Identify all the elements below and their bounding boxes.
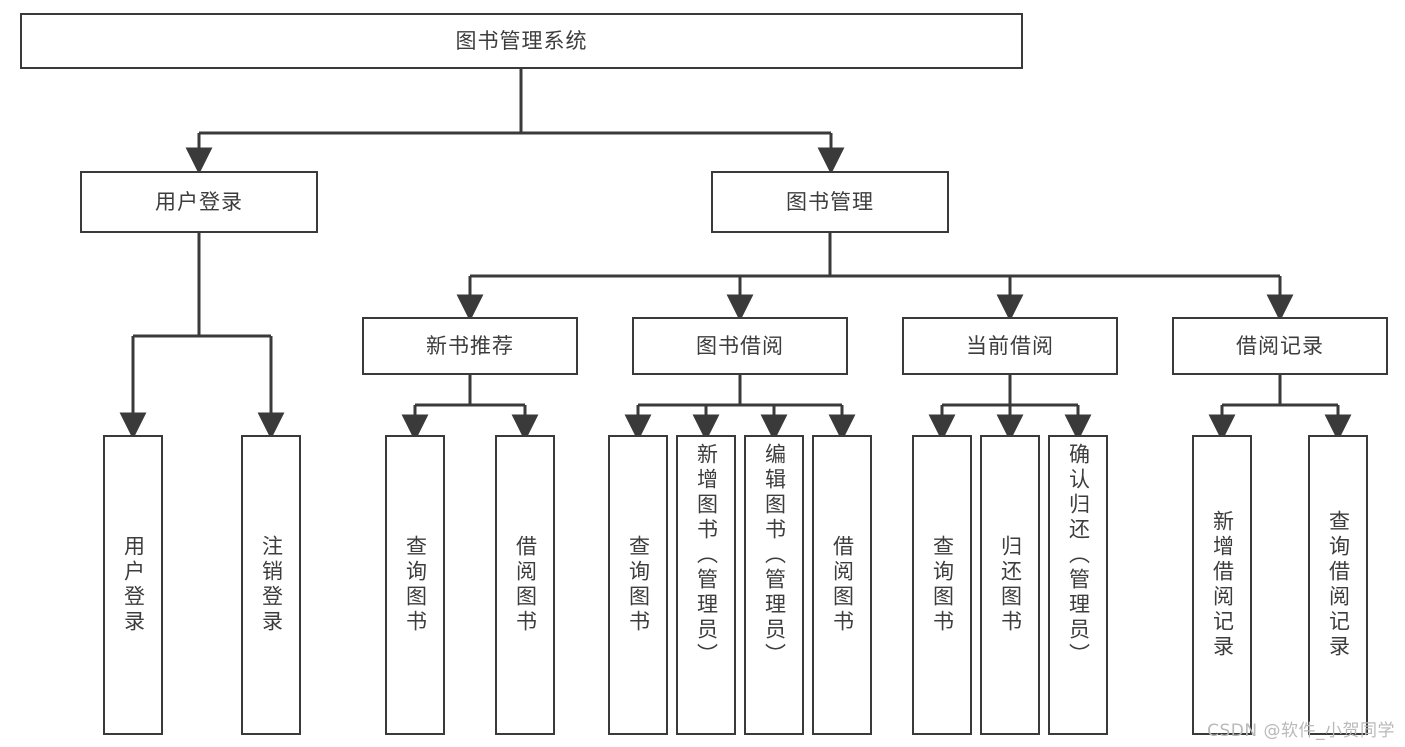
node-book-management[interactable]: 图书管理 bbox=[711, 171, 949, 233]
node-label: 新书推荐 bbox=[426, 333, 514, 358]
node-label: 图书管理 bbox=[786, 189, 874, 214]
node-label: 查询借阅记录 bbox=[1326, 510, 1351, 660]
node-label: 当前借阅 bbox=[966, 333, 1054, 358]
node-label: 借阅图书 bbox=[830, 535, 855, 635]
watermark-text: CSDN @软件_小贺同学 bbox=[1207, 721, 1395, 741]
node-current-borrow[interactable]: 当前借阅 bbox=[902, 317, 1118, 375]
leaf-book-borrow-query-book[interactable]: 查询图书 bbox=[608, 435, 668, 735]
node-label: 归还图书 bbox=[998, 535, 1023, 635]
leaf-new-book-borrow-book[interactable]: 借阅图书 bbox=[495, 435, 555, 735]
node-label: 用户登录 bbox=[155, 189, 243, 214]
node-label: 图书管理系统 bbox=[455, 28, 588, 53]
leaf-user-login-login[interactable]: 用户登录 bbox=[103, 435, 163, 735]
leaf-book-borrow-edit-book-admin[interactable]: 编辑图书（管理员） bbox=[744, 435, 804, 735]
leaf-current-borrow-confirm-return-admin[interactable]: 确认归还（管理员） bbox=[1048, 435, 1108, 735]
leaf-book-borrow-borrow-book[interactable]: 借阅图书 bbox=[812, 435, 872, 735]
leaf-new-book-query-book[interactable]: 查询图书 bbox=[385, 435, 445, 735]
node-new-book-recommend[interactable]: 新书推荐 bbox=[362, 317, 578, 375]
node-label: 图书借阅 bbox=[696, 333, 784, 358]
node-label: 用户登录 bbox=[121, 535, 146, 635]
node-label: 确认归还（管理员） bbox=[1066, 443, 1091, 668]
leaf-borrow-record-query-record[interactable]: 查询借阅记录 bbox=[1308, 435, 1368, 735]
node-label: 编辑图书（管理员） bbox=[762, 443, 787, 668]
node-label: 查询图书 bbox=[626, 535, 651, 635]
node-label: 新增借阅记录 bbox=[1210, 510, 1235, 660]
node-label: 查询图书 bbox=[930, 535, 955, 635]
leaf-user-login-logout[interactable]: 注销登录 bbox=[241, 435, 301, 735]
node-label: 新增图书（管理员） bbox=[694, 443, 719, 668]
node-root-book-management-system[interactable]: 图书管理系统 bbox=[20, 13, 1023, 69]
leaf-current-borrow-query-book[interactable]: 查询图书 bbox=[912, 435, 972, 735]
node-label: 注销登录 bbox=[259, 535, 284, 635]
node-label: 查询图书 bbox=[403, 535, 428, 635]
node-user-login[interactable]: 用户登录 bbox=[80, 171, 318, 233]
leaf-borrow-record-add-record[interactable]: 新增借阅记录 bbox=[1192, 435, 1252, 735]
node-label: 借阅记录 bbox=[1236, 333, 1324, 358]
leaf-book-borrow-add-book-admin[interactable]: 新增图书（管理员） bbox=[676, 435, 736, 735]
node-book-borrow[interactable]: 图书借阅 bbox=[632, 317, 848, 375]
node-borrow-record[interactable]: 借阅记录 bbox=[1172, 317, 1388, 375]
leaf-current-borrow-return-book[interactable]: 归还图书 bbox=[980, 435, 1040, 735]
node-label: 借阅图书 bbox=[513, 535, 538, 635]
